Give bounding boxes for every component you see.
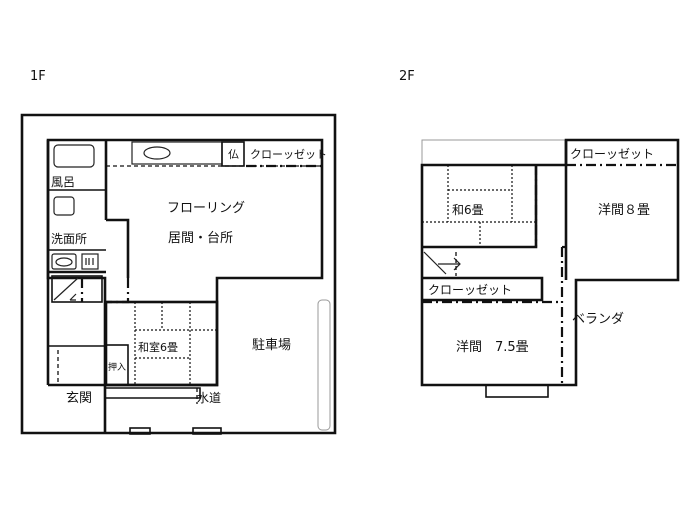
stairs-2f-arrow-icon (438, 257, 461, 271)
kitchen-counter (131, 141, 223, 165)
kitchen-sink-icon (143, 146, 171, 160)
closet-1f-label: クローッゼット (250, 148, 327, 161)
floor-1f: 1F (20, 69, 337, 435)
toilet-fixture (53, 196, 75, 216)
washer-mark-icon (85, 258, 94, 265)
hall-wall (106, 218, 130, 278)
hall-dashdot (106, 278, 130, 304)
closet-top-label: クローッゼット (570, 147, 654, 161)
floor-1f-label: 1F (30, 69, 46, 84)
gate-left (129, 427, 151, 435)
tatami-lines-1f (134, 302, 217, 385)
stairs-1f (51, 275, 103, 303)
western-75-label: 洋間 7.5畳 (456, 340, 529, 355)
bath-label: 風呂 (51, 175, 75, 189)
oshiire-box (105, 344, 129, 386)
entrance-step (105, 387, 201, 399)
closet-mid-label: クローッゼット (428, 283, 512, 297)
altar-label: 仏 (228, 148, 239, 161)
tatami-lines-2f (422, 165, 536, 247)
gate-right (192, 427, 222, 435)
water-label: 水道 (197, 391, 221, 405)
flooring-label: フローリング (167, 201, 245, 216)
bathtub (53, 144, 95, 168)
eave-line-2f (421, 139, 566, 165)
stairs-diagonal (53, 277, 79, 301)
western-8-label: 洋間８畳 (598, 203, 650, 218)
japanese-room-2f-label: 和6畳 (452, 203, 484, 217)
closet-mid-box (422, 276, 544, 302)
washroom-label: 洗面所 (51, 232, 87, 246)
parking-label: 駐車場 (252, 338, 291, 353)
altar-box (221, 141, 245, 167)
wash-basin (51, 253, 77, 270)
oshiire-label: 押入 (108, 361, 126, 373)
bay-window (485, 384, 549, 398)
floor-2f-label: 2F (399, 69, 415, 84)
washer-fixture (81, 253, 99, 270)
floor-2f: 2F クローッゼット 和6畳 洋間８畳 クローッゼット ベランダ 洋間 7.5畳 (399, 69, 680, 398)
entrance-label: 玄関 (66, 391, 92, 406)
stairs-arrow-icon (69, 293, 77, 301)
basin-bowl-icon (55, 257, 73, 267)
parking-curb (317, 299, 331, 431)
living-kitchen-label: 居間・台所 (168, 231, 233, 246)
japanese-room-1f-label: 和室6畳 (138, 340, 178, 354)
lot-boundary (20, 113, 337, 435)
veranda-label: ベランダ (572, 312, 624, 327)
stairs-2f-diag (423, 251, 447, 275)
